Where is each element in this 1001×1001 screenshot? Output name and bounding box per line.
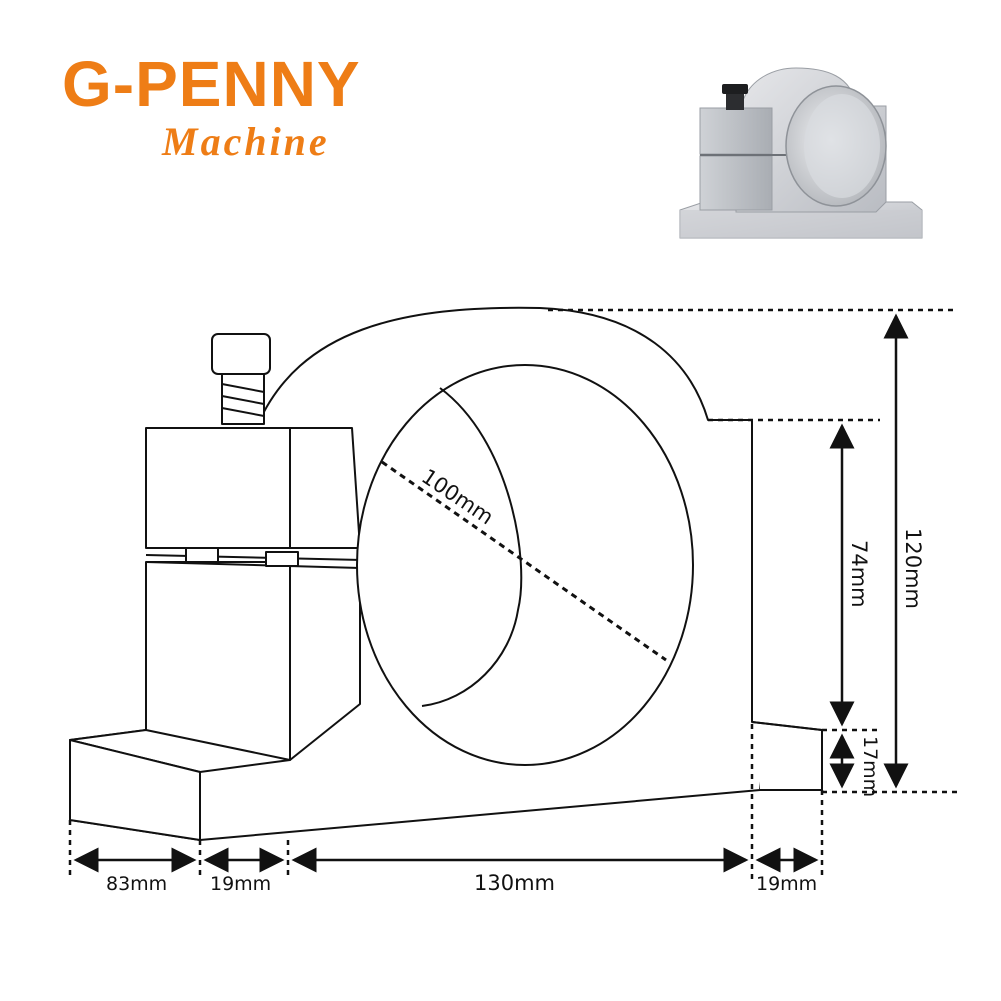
- brand-tagline: Machine: [162, 119, 330, 164]
- brand-name: G-PENNY: [62, 48, 361, 120]
- foot-height-label: 17mm: [859, 736, 881, 797]
- total-height-label: 120mm: [901, 528, 925, 609]
- brand-logo: G-PENNY Machine: [62, 52, 422, 162]
- lower-height-label: 74mm: [847, 540, 871, 608]
- left-gap-label: 19mm: [210, 873, 271, 895]
- right-gap-label: 19mm: [756, 873, 817, 895]
- base-width-label: 130mm: [474, 871, 555, 895]
- bore-circle: [356, 364, 694, 766]
- product-photo: [679, 67, 923, 239]
- foot-left-width-label: 83mm: [106, 873, 167, 895]
